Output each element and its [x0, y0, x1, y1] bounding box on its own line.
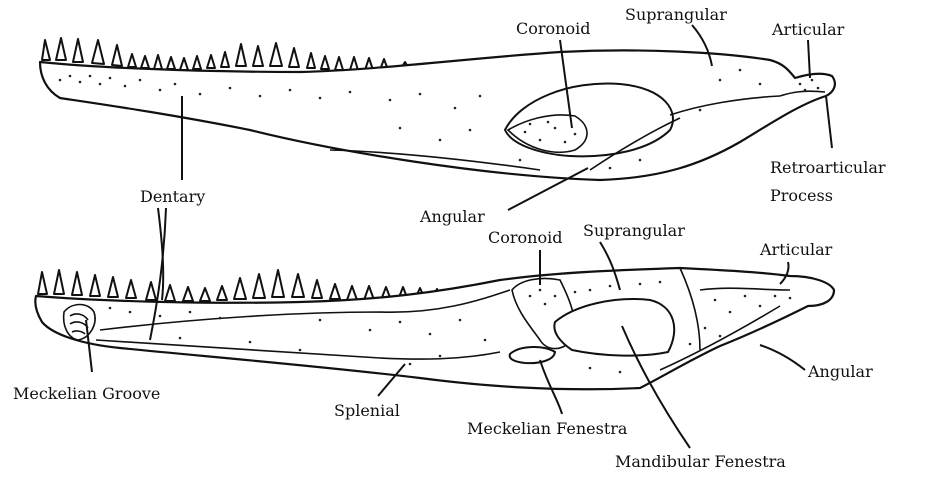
lower-jaw-outline	[35, 268, 834, 389]
tooth	[234, 278, 246, 299]
tooth	[253, 46, 263, 66]
tooth	[38, 272, 47, 294]
lower-meckelian-fenestra	[510, 347, 555, 363]
tooth	[292, 274, 304, 297]
tooth	[183, 287, 193, 301]
label-upper-angular: Angular	[419, 207, 485, 226]
leader-upper-articular	[808, 40, 810, 78]
tooth	[180, 58, 188, 70]
tooth	[217, 286, 227, 300]
lower-jaw	[35, 268, 834, 389]
tooth	[200, 288, 210, 301]
tooth	[321, 56, 329, 69]
tooth	[289, 48, 299, 67]
tooth	[335, 57, 343, 70]
label-dentary: Dentary	[140, 187, 205, 206]
tooth	[221, 52, 229, 67]
tooth	[253, 274, 265, 298]
label-lower-angular: Angular	[807, 362, 873, 381]
tooth	[112, 45, 122, 66]
tooth	[126, 280, 136, 298]
leader-lower-angular	[760, 345, 805, 370]
label-upper-retroarticular-line2: Process	[770, 186, 833, 205]
tooth	[165, 285, 175, 301]
label-meckelian-fenestra: Meckelian Fenestra	[467, 419, 628, 438]
tooth	[141, 56, 149, 68]
leader-upper-retroarticular	[826, 96, 832, 148]
tooth	[167, 57, 175, 69]
tooth	[90, 275, 100, 296]
tooth	[146, 282, 156, 300]
upper-jaw	[40, 38, 835, 180]
label-meckelian-groove: Meckelian Groove	[13, 384, 160, 403]
label-upper-retroarticular-line1: Retroarticular	[770, 158, 886, 177]
label-splenial: Splenial	[334, 401, 400, 420]
tooth	[92, 40, 104, 64]
tooth	[312, 280, 322, 298]
upper-jaw-outline	[40, 50, 835, 180]
tooth	[347, 286, 357, 300]
tooth	[270, 43, 282, 66]
label-lower-articular: Articular	[759, 240, 833, 259]
tooth	[330, 284, 340, 299]
tooth	[42, 40, 50, 60]
tooth	[56, 38, 66, 60]
label-upper-suprangular: Suprangular	[625, 5, 727, 24]
tooth	[236, 44, 246, 66]
tooth	[193, 56, 201, 69]
upper-teeth	[42, 38, 428, 70]
tooth	[128, 54, 136, 67]
tooth	[72, 272, 82, 295]
tooth	[307, 53, 315, 68]
tooth	[154, 55, 162, 69]
tooth	[272, 270, 284, 297]
tooth	[54, 270, 64, 294]
tooth	[108, 277, 118, 297]
label-lower-suprangular: Suprangular	[583, 221, 685, 240]
tooth	[73, 39, 83, 62]
label-lower-coronoid: Coronoid	[488, 228, 562, 247]
label-mandibular-fenestra: Mandibular Fenestra	[615, 452, 786, 471]
label-upper-articular: Articular	[771, 20, 845, 39]
label-upper-coronoid: Coronoid	[516, 19, 590, 38]
tooth	[207, 55, 215, 68]
